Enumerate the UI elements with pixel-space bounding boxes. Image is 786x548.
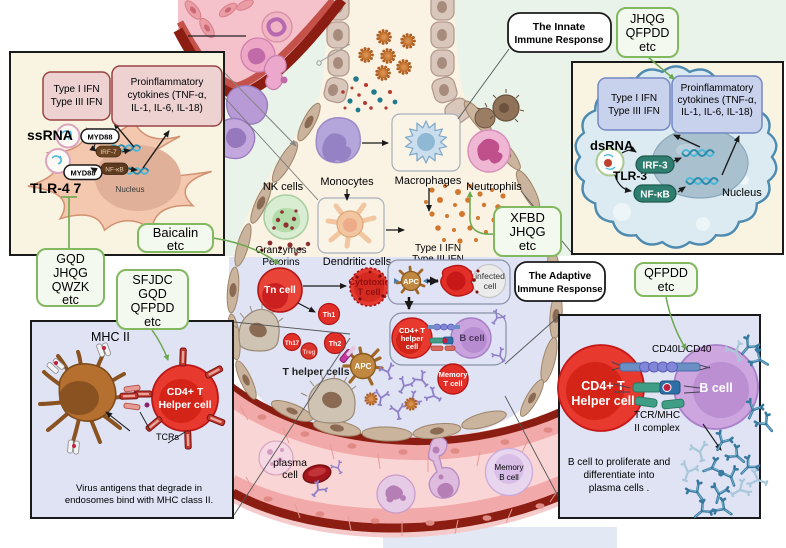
svg-text:T helper cells: T helper cells bbox=[282, 366, 349, 378]
svg-text:Memory: Memory bbox=[495, 463, 524, 472]
svg-text:B cell: B cell bbox=[459, 333, 484, 344]
svg-text:Proinflammatory: Proinflammatory bbox=[131, 77, 204, 88]
svg-text:The Innate: The Innate bbox=[533, 21, 586, 33]
svg-text:TCR/MHC: TCR/MHC bbox=[634, 410, 680, 421]
svg-text:Proinflammatory: Proinflammatory bbox=[681, 83, 754, 94]
svg-text:T cell: T cell bbox=[443, 379, 462, 388]
svg-text:IRF-7: IRF-7 bbox=[100, 149, 117, 156]
svg-text:IL-1, IL-6, IL-18): IL-1, IL-6, IL-18) bbox=[681, 107, 753, 118]
svg-text:cell: cell bbox=[406, 342, 419, 351]
svg-text:etc: etc bbox=[658, 280, 675, 294]
svg-text:helper: helper bbox=[401, 334, 424, 343]
svg-text:Helper cell: Helper cell bbox=[571, 394, 634, 408]
svg-text:MYD88: MYD88 bbox=[87, 133, 112, 142]
svg-text:IRF-3: IRF-3 bbox=[643, 161, 668, 172]
svg-text:TLR-3: TLR-3 bbox=[613, 169, 647, 183]
svg-text:ssRNA: ssRNA bbox=[27, 127, 73, 143]
svg-text:MYD88: MYD88 bbox=[70, 169, 95, 178]
svg-text:etc: etc bbox=[167, 238, 185, 253]
svg-text:Immune Response: Immune Response bbox=[515, 35, 604, 46]
svg-text:Neutrophils: Neutrophils bbox=[466, 181, 522, 193]
svg-text:IL-1, IL-6, IL-18): IL-1, IL-6, IL-18) bbox=[131, 103, 203, 114]
svg-text:Th17: Th17 bbox=[285, 341, 300, 347]
svg-text:XFBD: XFBD bbox=[510, 210, 545, 225]
svg-text:Nucleus: Nucleus bbox=[722, 187, 762, 199]
svg-text:MHC II: MHC II bbox=[91, 330, 130, 344]
svg-text:NF-κB: NF-κB bbox=[640, 190, 669, 201]
svg-text:QFPDD: QFPDD bbox=[131, 301, 175, 315]
svg-text:cell: cell bbox=[484, 281, 497, 291]
svg-text:Th1: Th1 bbox=[323, 312, 336, 319]
svg-text:Perorins: Perorins bbox=[262, 257, 299, 268]
svg-text:NF-κB: NF-κB bbox=[105, 167, 123, 174]
svg-text:QWZK: QWZK bbox=[52, 280, 90, 294]
svg-text:Type I IFN: Type I IFN bbox=[53, 84, 99, 95]
svg-text:Type I IFN: Type I IFN bbox=[611, 93, 657, 104]
svg-text:Treg: Treg bbox=[303, 350, 316, 356]
svg-text:Monocytes: Monocytes bbox=[320, 176, 374, 188]
svg-text:Type I IFN: Type I IFN bbox=[415, 243, 461, 254]
svg-text:SFJDC: SFJDC bbox=[132, 273, 172, 287]
svg-text:B cell to proliferate and: B cell to proliferate and bbox=[568, 457, 670, 468]
svg-text:QFPDD: QFPDD bbox=[644, 266, 688, 280]
svg-text:Type III IFN: Type III IFN bbox=[51, 97, 103, 108]
svg-text:Immune Response: Immune Response bbox=[517, 284, 602, 295]
svg-text:Memory: Memory bbox=[439, 370, 469, 379]
svg-text:TCRs: TCRs bbox=[156, 432, 179, 442]
svg-text:Granzymes: Granzymes bbox=[255, 245, 306, 256]
svg-text:Helper cell: Helper cell bbox=[158, 399, 211, 411]
svg-text:differentiate into: differentiate into bbox=[584, 470, 655, 481]
svg-text:Baicalin: Baicalin bbox=[153, 225, 199, 240]
svg-text:APC: APC bbox=[355, 362, 372, 371]
svg-text:CD40L/CD40: CD40L/CD40 bbox=[652, 344, 712, 355]
svg-text:etc: etc bbox=[639, 40, 656, 54]
svg-text:Dendritic cells: Dendritic cells bbox=[323, 256, 392, 268]
svg-text:Nucleus: Nucleus bbox=[116, 185, 145, 194]
svg-text:etc: etc bbox=[519, 238, 537, 253]
svg-text:APC: APC bbox=[403, 277, 419, 286]
svg-text:II complex: II complex bbox=[634, 423, 680, 434]
svg-text:NK cells: NK cells bbox=[263, 181, 304, 193]
svg-text:cell: cell bbox=[282, 469, 298, 481]
svg-text:endosomes bind with MHC class: endosomes bind with MHC class II. bbox=[65, 495, 213, 506]
svg-text:CD4+ T: CD4+ T bbox=[399, 326, 425, 335]
svg-text:CD4+ T: CD4+ T bbox=[167, 386, 204, 398]
svg-text:B cell: B cell bbox=[699, 381, 732, 395]
svg-text:etc: etc bbox=[62, 293, 79, 307]
svg-text:Type III IFN: Type III IFN bbox=[608, 106, 660, 117]
svg-text:JHQG: JHQG bbox=[630, 12, 665, 26]
svg-text:infected: infected bbox=[475, 271, 505, 281]
svg-text:B cell: B cell bbox=[499, 473, 519, 482]
svg-text:Cytotoxic: Cytotoxic bbox=[348, 277, 389, 287]
svg-text:QFPDD: QFPDD bbox=[626, 26, 670, 40]
svg-text:plasma cells .: plasma cells . bbox=[589, 483, 650, 494]
svg-text:Tn cell: Tn cell bbox=[264, 285, 296, 296]
svg-text:cytokines (TNF-α,: cytokines (TNF-α, bbox=[677, 95, 756, 106]
svg-text:Macrophages: Macrophages bbox=[395, 175, 462, 187]
svg-text:plasma: plasma bbox=[273, 457, 307, 469]
svg-text:GQD: GQD bbox=[138, 287, 166, 301]
svg-text:GQD: GQD bbox=[56, 252, 84, 266]
svg-text:Th2: Th2 bbox=[329, 341, 342, 348]
svg-text:cytokines (TNF-α,: cytokines (TNF-α, bbox=[127, 90, 206, 101]
svg-text:TLR-4 7: TLR-4 7 bbox=[30, 180, 82, 196]
svg-text:dsRNA: dsRNA bbox=[590, 138, 634, 153]
svg-text:JHQG: JHQG bbox=[509, 224, 545, 239]
svg-text:etc: etc bbox=[144, 315, 161, 329]
svg-text:Virus antigens that degrade in: Virus antigens that degrade in bbox=[76, 483, 202, 494]
svg-text:T cell: T cell bbox=[357, 287, 380, 297]
svg-text:CD4+ T: CD4+ T bbox=[581, 379, 625, 393]
svg-text:The Adaptive: The Adaptive bbox=[529, 271, 592, 282]
svg-text:JHQG: JHQG bbox=[53, 266, 88, 280]
